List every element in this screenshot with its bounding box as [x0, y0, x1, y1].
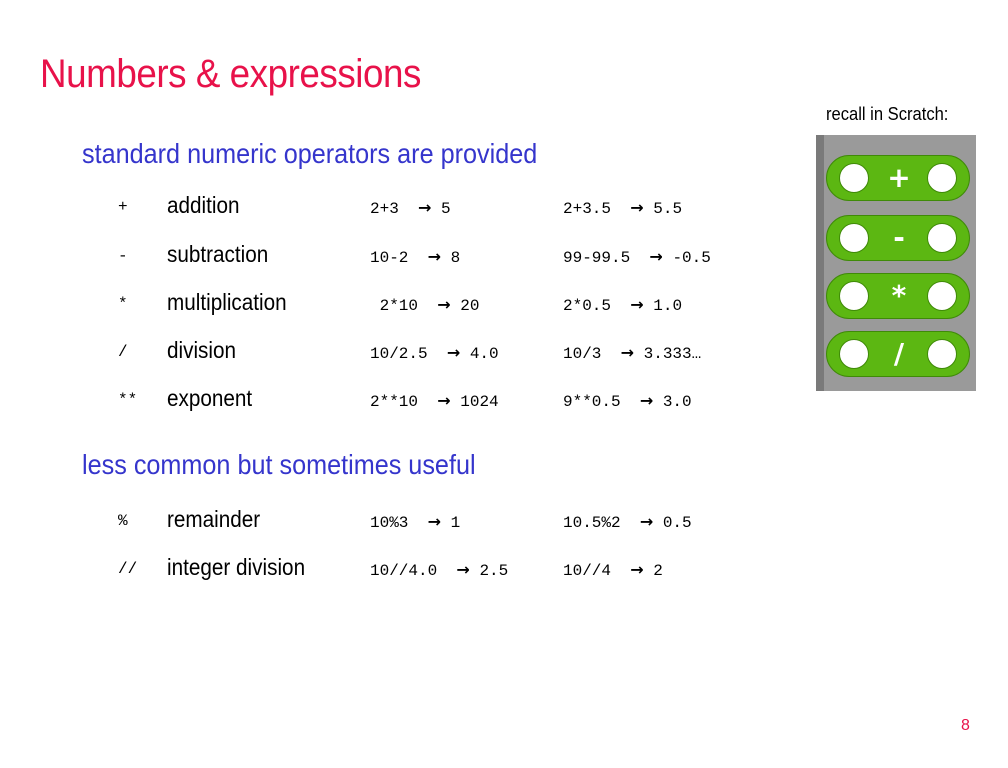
block-input-left	[839, 223, 869, 253]
arrow-icon: →	[649, 247, 663, 266]
example-1: 10/2.5 → 4.0	[370, 343, 499, 363]
operator-row-multiplication: * multiplication 2*10 → 20 2*0.5 → 1.0	[0, 289, 800, 319]
arrow-icon: →	[437, 295, 451, 314]
arrow-icon: →	[427, 247, 442, 266]
arrow-icon: →	[620, 343, 635, 362]
block-operator: /	[893, 337, 905, 370]
block-input-right	[927, 223, 957, 253]
example-1: 10%3 → 1	[370, 512, 461, 532]
block-input-right	[927, 339, 957, 369]
operator-row-integer-division: // integer division 10//4.0 → 2.5 10//4 …	[0, 554, 800, 584]
page-title: Numbers & expressions	[40, 52, 421, 96]
section-heading-less-common: less common but sometimes useful	[82, 449, 476, 480]
block-input-right	[927, 281, 957, 311]
arrow-icon: →	[456, 560, 470, 579]
arrow-icon: →	[446, 343, 461, 362]
panel-edge	[816, 135, 824, 391]
operator-symbol: **	[118, 391, 138, 409]
block-input-left	[839, 281, 869, 311]
block-input-left	[839, 339, 869, 369]
page-number: 8	[961, 717, 970, 734]
operator-row-exponent: ** exponent 2**10 → 1024 9**0.5 → 3.0	[0, 385, 800, 415]
arrow-icon: →	[437, 391, 451, 410]
operator-symbol: %	[118, 512, 128, 530]
example-1: 10//4.0 → 2.5	[370, 560, 509, 580]
operator-name: remainder	[167, 506, 261, 532]
scratch-block-subtract[interactable]: -	[826, 215, 970, 261]
example-2: 9**0.5 → 3.0	[563, 391, 692, 411]
example-2: 2*0.5 → 1.0	[563, 295, 683, 315]
example-2: 10.5%2 → 0.5	[563, 512, 692, 532]
block-input-right	[927, 163, 957, 193]
arrow-icon: →	[639, 391, 654, 410]
arrow-icon: →	[630, 295, 644, 314]
scratch-block-multiply[interactable]: *	[826, 273, 970, 319]
operator-row-division: / division 10/2.5 → 4.0 10/3 → 3.333…	[0, 337, 800, 367]
operator-name: exponent	[167, 385, 253, 411]
operator-name: integer division	[167, 554, 306, 580]
example-1: 2**10 → 1024	[370, 391, 499, 411]
block-operator: -	[893, 221, 905, 254]
operator-name: subtraction	[167, 241, 269, 267]
scratch-block-divide[interactable]: /	[826, 331, 970, 377]
operator-symbol: +	[118, 198, 128, 216]
operator-name: addition	[167, 192, 240, 218]
recall-label: recall in Scratch:	[826, 104, 949, 124]
example-2: 2+3.5 → 5.5	[563, 198, 683, 218]
operator-name: division	[167, 337, 237, 363]
block-operator: +	[887, 161, 911, 194]
block-operator: *	[891, 279, 907, 312]
section-heading-standard: standard numeric operators are provided	[82, 138, 538, 169]
arrow-icon: →	[418, 198, 432, 217]
example-2: 10//4 → 2	[563, 560, 663, 580]
example-2: 99-99.5 → -0.5	[563, 247, 711, 267]
operator-symbol: //	[118, 560, 138, 578]
scratch-blocks-panel: + - * /	[816, 135, 976, 391]
example-1: 2*10 → 20	[370, 295, 480, 315]
operator-symbol: -	[118, 247, 128, 265]
operator-name: multiplication	[167, 289, 287, 315]
operator-symbol: *	[118, 295, 128, 313]
block-input-left	[839, 163, 869, 193]
example-1: 10-2 → 8	[370, 247, 461, 267]
arrow-icon: →	[630, 198, 644, 217]
arrow-icon: →	[639, 512, 654, 531]
operator-row-remainder: % remainder 10%3 → 1 10.5%2 → 0.5	[0, 506, 800, 536]
scratch-block-add[interactable]: +	[826, 155, 970, 201]
operator-row-subtraction: - subtraction 10-2 → 8 99-99.5 → -0.5	[0, 241, 800, 271]
arrow-icon: →	[427, 512, 442, 531]
example-2: 10/3 → 3.333…	[563, 343, 702, 363]
arrow-icon: →	[630, 560, 644, 579]
example-1: 2+3 → 5	[370, 198, 451, 218]
operator-symbol: /	[118, 343, 128, 361]
operator-row-addition: + addition 2+3 → 5 2+3.5 → 5.5	[0, 192, 800, 222]
